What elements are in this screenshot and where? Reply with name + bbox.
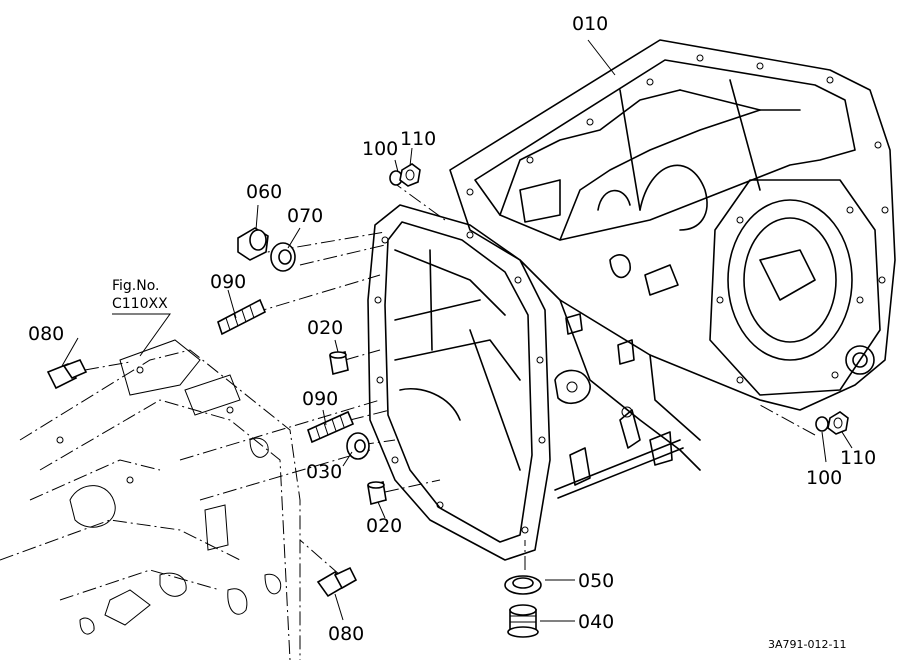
adjacent-housing-outline [0,339,301,661]
label-020-lower: 020 [366,515,402,537]
callout-labels: 010 100 110 060 070 090 080 020 090 030 … [28,13,876,645]
pin-020-upper [329,351,349,375]
transmission-case [449,39,896,471]
washer-070 [270,242,296,272]
label-060: 060 [246,181,282,203]
label-090-lower: 090 [302,388,338,410]
label-040: 040 [578,611,614,633]
label-110-lower: 110 [840,447,876,469]
mating-plate [367,204,551,561]
nut-110-upper [399,163,421,187]
label-100-upper: 100 [362,138,398,160]
fig-code: C110XX [112,296,168,312]
label-070: 070 [287,205,323,227]
figure-reference: Fig.No. C110XX [112,278,168,312]
label-110-upper: 110 [400,128,436,150]
plug-040 [507,604,539,638]
shift-rod [554,406,684,499]
pin-020-lower [367,481,387,505]
stud-090-lower [307,410,355,444]
bolt-080-left [46,358,88,390]
leader-lines [61,39,853,622]
label-080-lower: 080 [328,623,364,645]
nut-110-lower [827,411,849,435]
label-020-upper: 020 [307,317,343,339]
label-090-upper: 090 [210,271,246,293]
label-100-lower: 100 [806,467,842,489]
washer-100-lower [815,416,829,432]
assembly-centerlines [84,179,816,576]
stud-090-upper [217,298,267,336]
fig-no-label: Fig.No. [112,278,160,294]
seal-050 [504,575,542,595]
seal-030 [346,432,370,460]
drawing-id: 3A791-012-11 [768,638,846,651]
label-010: 010 [572,13,608,35]
label-050: 050 [578,570,614,592]
nut-060 [237,227,269,261]
label-030: 030 [306,461,342,483]
bolt-080-lower [316,566,358,598]
label-080-left: 080 [28,323,64,345]
